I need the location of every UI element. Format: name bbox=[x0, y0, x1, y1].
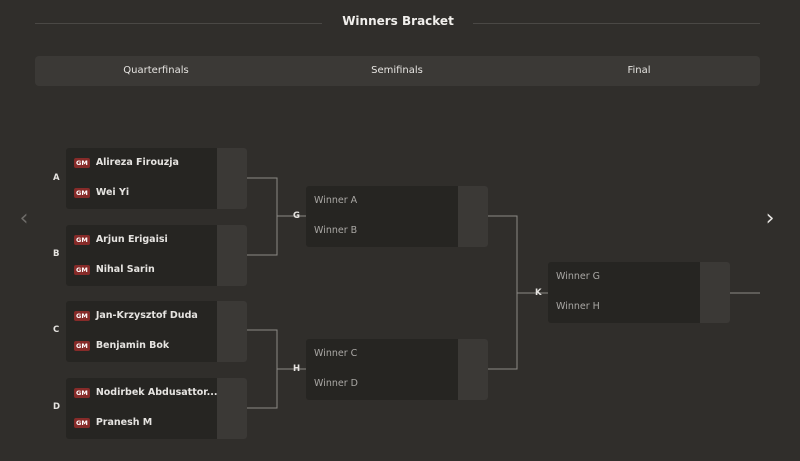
score-box bbox=[217, 378, 247, 439]
player-placeholder: Winner B bbox=[314, 225, 358, 236]
player-name: Nodirbek Abdusattor... bbox=[95, 387, 218, 398]
connector-g-h bbox=[488, 215, 518, 370]
round-label-semifinals: Semifinals bbox=[371, 65, 423, 76]
player-name: Pranesh M bbox=[95, 417, 153, 428]
player-name: Nihal Sarin bbox=[95, 264, 155, 275]
match-card-b[interactable]: GM Arjun Erigaisi GM Nihal Sarin bbox=[66, 225, 247, 286]
score-box bbox=[700, 262, 730, 323]
match-label-g: G bbox=[293, 211, 300, 221]
match-label-c: C bbox=[53, 325, 60, 335]
title-badge: GM bbox=[74, 235, 90, 245]
prev-arrow-icon[interactable]: ‹ bbox=[19, 206, 29, 231]
title-badge: GM bbox=[74, 188, 90, 198]
player-name: Alireza Firouzja bbox=[95, 157, 179, 168]
title-badge: GM bbox=[74, 158, 90, 168]
connector-a-b bbox=[247, 177, 278, 256]
player-placeholder: Winner C bbox=[314, 348, 358, 359]
score-box bbox=[458, 339, 488, 400]
title-badge: GM bbox=[74, 341, 90, 351]
score-box bbox=[217, 301, 247, 362]
player-slot: GM Jan-Krzysztof Duda bbox=[74, 306, 198, 326]
bracket-header: Winners Bracket bbox=[0, 0, 800, 46]
match-label-d: D bbox=[53, 402, 61, 412]
player-name: Wei Yi bbox=[95, 187, 130, 198]
header-divider-left bbox=[35, 23, 322, 24]
bracket-title: Winners Bracket bbox=[342, 14, 454, 28]
match-label-h: H bbox=[293, 364, 301, 374]
player-slot: GM Nihal Sarin bbox=[74, 260, 155, 280]
score-box bbox=[217, 148, 247, 209]
header-divider-right bbox=[473, 23, 760, 24]
player-placeholder: Winner G bbox=[556, 271, 600, 282]
player-name: Arjun Erigaisi bbox=[95, 234, 168, 245]
player-name: Benjamin Bok bbox=[95, 340, 170, 351]
title-badge: GM bbox=[74, 311, 90, 321]
player-slot: GM Benjamin Bok bbox=[74, 336, 169, 356]
player-slot: GM Pranesh M bbox=[74, 413, 152, 433]
player-slot: GM Arjun Erigaisi bbox=[74, 230, 168, 250]
connector-c-d bbox=[247, 329, 278, 409]
title-badge: GM bbox=[74, 418, 90, 428]
match-card-a[interactable]: GM Alireza Firouzja GM Wei Yi bbox=[66, 148, 247, 209]
round-header-bar: Quarterfinals Semifinals Final bbox=[35, 56, 760, 86]
match-label-k: K bbox=[535, 288, 542, 298]
title-badge: GM bbox=[74, 388, 90, 398]
player-slot: GM Alireza Firouzja bbox=[74, 153, 179, 173]
next-arrow-icon[interactable]: › bbox=[765, 206, 775, 231]
player-slot: GM Wei Yi bbox=[74, 183, 129, 203]
player-name: Jan-Krzysztof Duda bbox=[95, 310, 198, 321]
match-card-g[interactable]: Winner A Winner B bbox=[306, 186, 488, 247]
score-box bbox=[217, 225, 247, 286]
title-badge: GM bbox=[74, 265, 90, 275]
score-box bbox=[458, 186, 488, 247]
player-placeholder: Winner D bbox=[314, 378, 358, 389]
match-label-b: B bbox=[53, 249, 60, 259]
round-label-quarterfinals: Quarterfinals bbox=[123, 65, 189, 76]
match-label-a: A bbox=[53, 173, 60, 183]
match-card-d[interactable]: GM Nodirbek Abdusattor... GM Pranesh M bbox=[66, 378, 247, 439]
match-card-h[interactable]: Winner C Winner D bbox=[306, 339, 488, 400]
round-label-final: Final bbox=[627, 65, 651, 76]
player-slot: GM Nodirbek Abdusattor... bbox=[74, 383, 217, 403]
player-placeholder: Winner A bbox=[314, 195, 358, 206]
match-card-k[interactable]: Winner G Winner H bbox=[548, 262, 730, 323]
player-placeholder: Winner H bbox=[556, 301, 600, 312]
match-card-c[interactable]: GM Jan-Krzysztof Duda GM Benjamin Bok bbox=[66, 301, 247, 362]
